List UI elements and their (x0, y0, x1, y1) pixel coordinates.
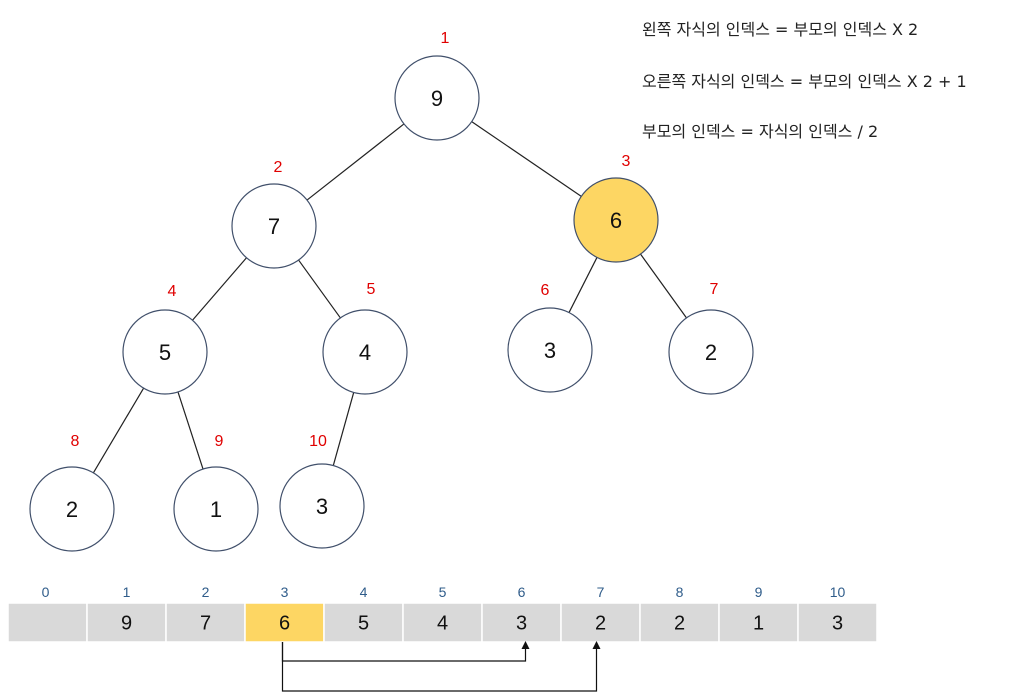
node-circle (231, 183, 317, 269)
tree-edge (298, 259, 341, 319)
array-index-label: 9 (755, 584, 763, 600)
array-index-label: 8 (676, 584, 684, 600)
array-cell-box (244, 602, 325, 643)
node-index-label: 9 (215, 433, 224, 450)
array-cell-value: 2 (595, 613, 606, 635)
tree-edge (177, 391, 204, 470)
formula-right-child: 오른쪽 자식의 인덱스 = 부모의 인덱스 X 2 + 1 (642, 72, 967, 91)
node-index-label: 5 (367, 281, 376, 298)
formula-parent: 부모의 인덱스 = 자식의 인덱스 / 2 (642, 122, 879, 141)
tree-node: 91 (394, 30, 480, 141)
array-cell: 27 (560, 584, 641, 643)
node-circle (29, 466, 115, 552)
array-cell: 28 (639, 584, 720, 643)
node-value: 3 (316, 494, 328, 519)
array-index-label: 3 (281, 584, 289, 600)
tree-node: 19 (173, 433, 259, 552)
node-circle (394, 55, 480, 141)
node-circle (122, 309, 208, 395)
array-cell-value: 3 (516, 613, 527, 635)
array-index-label: 2 (202, 584, 210, 600)
index-arrows (281, 641, 601, 692)
node-index-label: 1 (441, 30, 450, 47)
array-cell: 72 (165, 584, 246, 643)
tree-edge (640, 253, 687, 319)
node-value: 2 (66, 497, 78, 522)
array-index-label: 0 (42, 584, 50, 600)
formula-left-child: 왼쪽 자식의 인덱스 = 부모의 인덱스 X 2 (642, 20, 919, 39)
node-index-label: 6 (541, 282, 550, 299)
node-circle (573, 177, 659, 263)
child-index-arrow (281, 641, 601, 692)
array-cell: 3 10 (797, 584, 878, 643)
tree-node: 3 10 (279, 433, 365, 549)
array-cell-box (560, 602, 641, 643)
node-value: 7 (268, 214, 280, 239)
node-index-label: 2 (274, 159, 283, 176)
tree-edge (192, 257, 247, 321)
array-cell: 91 (86, 584, 167, 643)
array-cell-value: 5 (358, 613, 369, 635)
tree-edge (92, 387, 145, 474)
node-value: 5 (159, 340, 171, 365)
node-value: 3 (544, 338, 556, 363)
array-cell-box (402, 602, 483, 643)
array-cell-box (718, 602, 799, 643)
node-circle (668, 309, 754, 395)
array-cell-box (323, 602, 404, 643)
array-cell-value: 3 (832, 613, 843, 635)
node-value: 9 (431, 86, 443, 111)
array-index-label: 4 (360, 584, 368, 600)
tree-node: 72 (231, 159, 317, 269)
node-index-label: 3 (622, 153, 631, 170)
node-index-label: 7 (710, 281, 719, 298)
array-cell: 63 (244, 584, 325, 643)
array-cell-value: 7 (200, 613, 211, 635)
node-circle (279, 463, 365, 549)
node-index-label: 8 (71, 433, 80, 450)
node-value: 2 (705, 340, 717, 365)
array-cell: 54 (323, 584, 404, 643)
array-cell-value: 9 (121, 613, 132, 635)
array-cell: 45 (402, 584, 483, 643)
node-index-label: 10 (309, 433, 327, 450)
tree-node: 63 (573, 153, 659, 263)
node-value: 6 (610, 208, 622, 233)
node-index-label: 4 (168, 283, 177, 300)
tree-node: 54 (122, 283, 208, 395)
array-cell-value: 4 (437, 613, 448, 635)
node-circle (322, 309, 408, 395)
array-cell-value: 2 (674, 613, 685, 635)
node-circle (173, 466, 259, 552)
child-index-arrow (281, 641, 530, 662)
array-index-label: 10 (830, 584, 846, 600)
array-index-label: 7 (597, 584, 605, 600)
tree-edge (306, 123, 405, 201)
node-circle (507, 307, 593, 393)
array-cell: 36 (481, 584, 562, 643)
array-index-label: 6 (518, 584, 526, 600)
tree-node: 36 (507, 282, 593, 393)
node-value: 1 (210, 497, 222, 522)
tree-edge (568, 257, 598, 313)
array-cell-box (7, 602, 88, 643)
array-cell-box (86, 602, 167, 643)
array-index-label: 5 (439, 584, 447, 600)
array-cell: 19 (718, 584, 799, 643)
tree-edge (332, 392, 355, 466)
tree-edges (92, 121, 687, 474)
tree-node: 28 (29, 433, 115, 552)
array-cell-value: 1 (753, 613, 764, 635)
array-cell-value: 6 (279, 613, 290, 635)
tree-node: 45 (322, 281, 408, 395)
node-value: 4 (359, 340, 371, 365)
array-cell: 0 (7, 584, 88, 643)
tree-node: 27 (668, 281, 754, 395)
array-cell-box (797, 602, 878, 643)
array-index-label: 1 (123, 584, 131, 600)
tree-edge (471, 121, 582, 197)
